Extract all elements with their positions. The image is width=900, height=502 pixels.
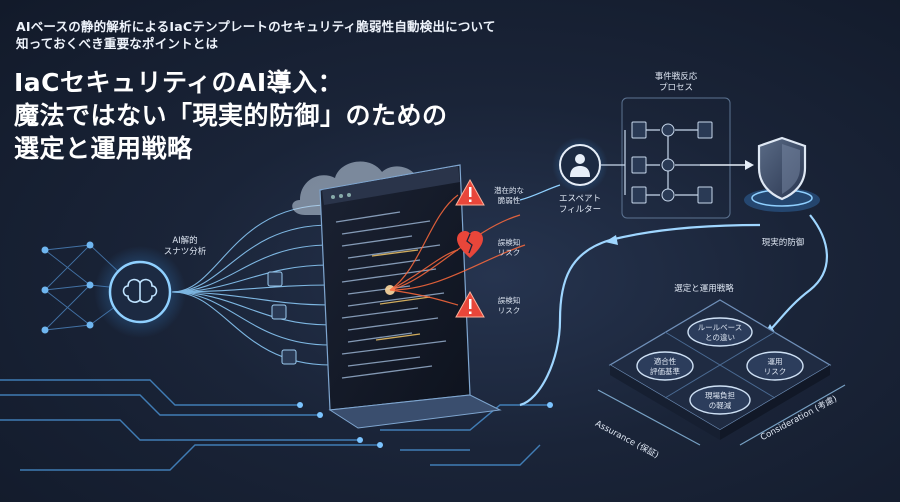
quadrant-label-ops-risk: 運用 リスク xyxy=(763,357,787,376)
title-line-2: 魔法ではない「現実的防御」のための xyxy=(14,101,448,130)
code-highlights xyxy=(371,249,431,341)
quadrant-label-field-burden: 現場負担 の軽減 xyxy=(705,391,735,410)
strategy-label: 選定と運用戦略 xyxy=(674,284,734,294)
edge-glow-lines xyxy=(597,384,846,446)
risk-label-1: 潜在的な 脆弱性 xyxy=(494,186,524,205)
title-line-1: IaCセキュリティのAI導入： xyxy=(14,68,344,97)
broken-heart-icon xyxy=(457,231,483,258)
risk-label-3: 誤検知 リスク xyxy=(497,296,521,315)
incident-process-box xyxy=(621,97,731,219)
quadrant-badges xyxy=(636,317,804,415)
quadrant-label-fitness: 適合性 評価基準 xyxy=(650,357,680,376)
subtitle-line-1: AIベースの静的解析によるIaCテンプレートのセキュリティ脆弱性自動検出について xyxy=(16,19,496,34)
expert-circle xyxy=(559,144,601,186)
analysis-flow-lines xyxy=(171,204,331,366)
subtitle: AIベースの静的解析によるIaCテンプレートのセキュリティ脆弱性自動検出について… xyxy=(16,18,616,52)
ai-analysis-label: AI解的 スナツ分析 xyxy=(163,236,207,257)
expert-filter-label: エスペアト フィルター xyxy=(558,194,602,215)
feedback-path xyxy=(519,223,761,407)
strategy-path xyxy=(769,214,828,331)
neural-nodes xyxy=(41,241,94,334)
risk-label-2: 誤検知 リスク xyxy=(497,238,521,257)
page-title: IaCセキュリティのAI導入： 魔法ではない「現実的防御」のための 選定と運用戦… xyxy=(14,66,554,165)
process-flow xyxy=(600,129,700,196)
circuit-nodes xyxy=(297,402,553,448)
shield-icon xyxy=(757,136,807,201)
subtitle-line-2: 知っておくべき重要なポイントとは xyxy=(16,36,219,51)
risk-lines xyxy=(389,194,526,306)
person-icon xyxy=(570,154,590,177)
process-steps xyxy=(631,121,713,204)
brain-icon xyxy=(122,278,158,303)
incident-process-label: 事件戦反応 プロセス xyxy=(654,72,698,93)
code-lines xyxy=(335,211,447,379)
title-line-3: 選定と運用戦略 xyxy=(14,134,193,163)
quadrant-label-rule-based: ルールベース との違い xyxy=(697,323,743,342)
warning-icon xyxy=(455,178,485,206)
warning-icon xyxy=(455,290,485,318)
flow-arrow xyxy=(519,184,561,201)
strategy-platform xyxy=(608,299,832,440)
circuit-lines xyxy=(0,379,550,471)
realistic-defense-label: 現実的防御 xyxy=(761,238,805,248)
flow-icons xyxy=(267,271,297,365)
